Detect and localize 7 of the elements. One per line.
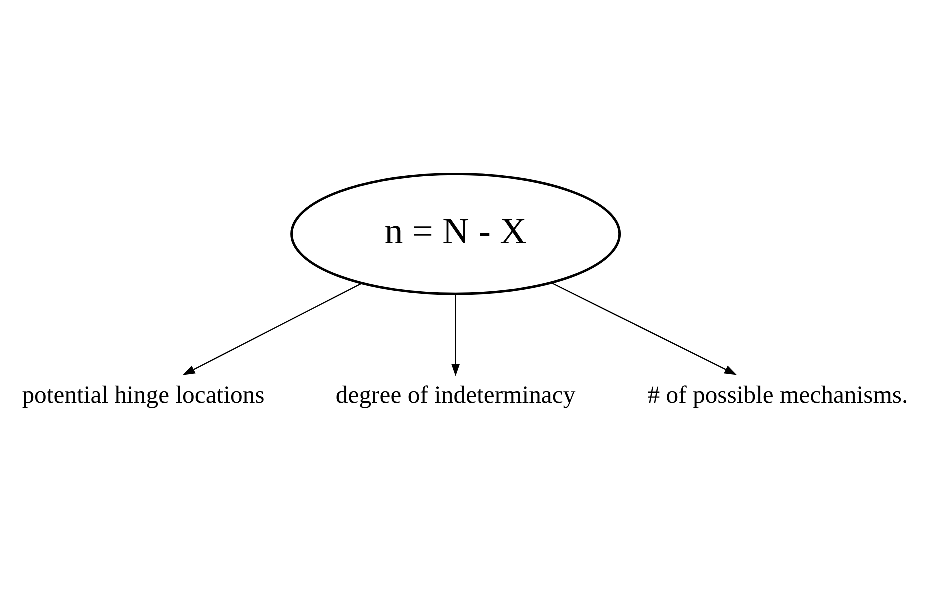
arrow (182, 282, 362, 375)
node-text: # of possible mechanisms. (648, 382, 908, 409)
node-text: potential hinge locations (22, 382, 265, 409)
arrow (552, 282, 738, 375)
arrow (451, 294, 460, 376)
node-ellipse: n = N - X (290, 172, 622, 295)
node-text: degree of indeterminacy (336, 382, 576, 409)
